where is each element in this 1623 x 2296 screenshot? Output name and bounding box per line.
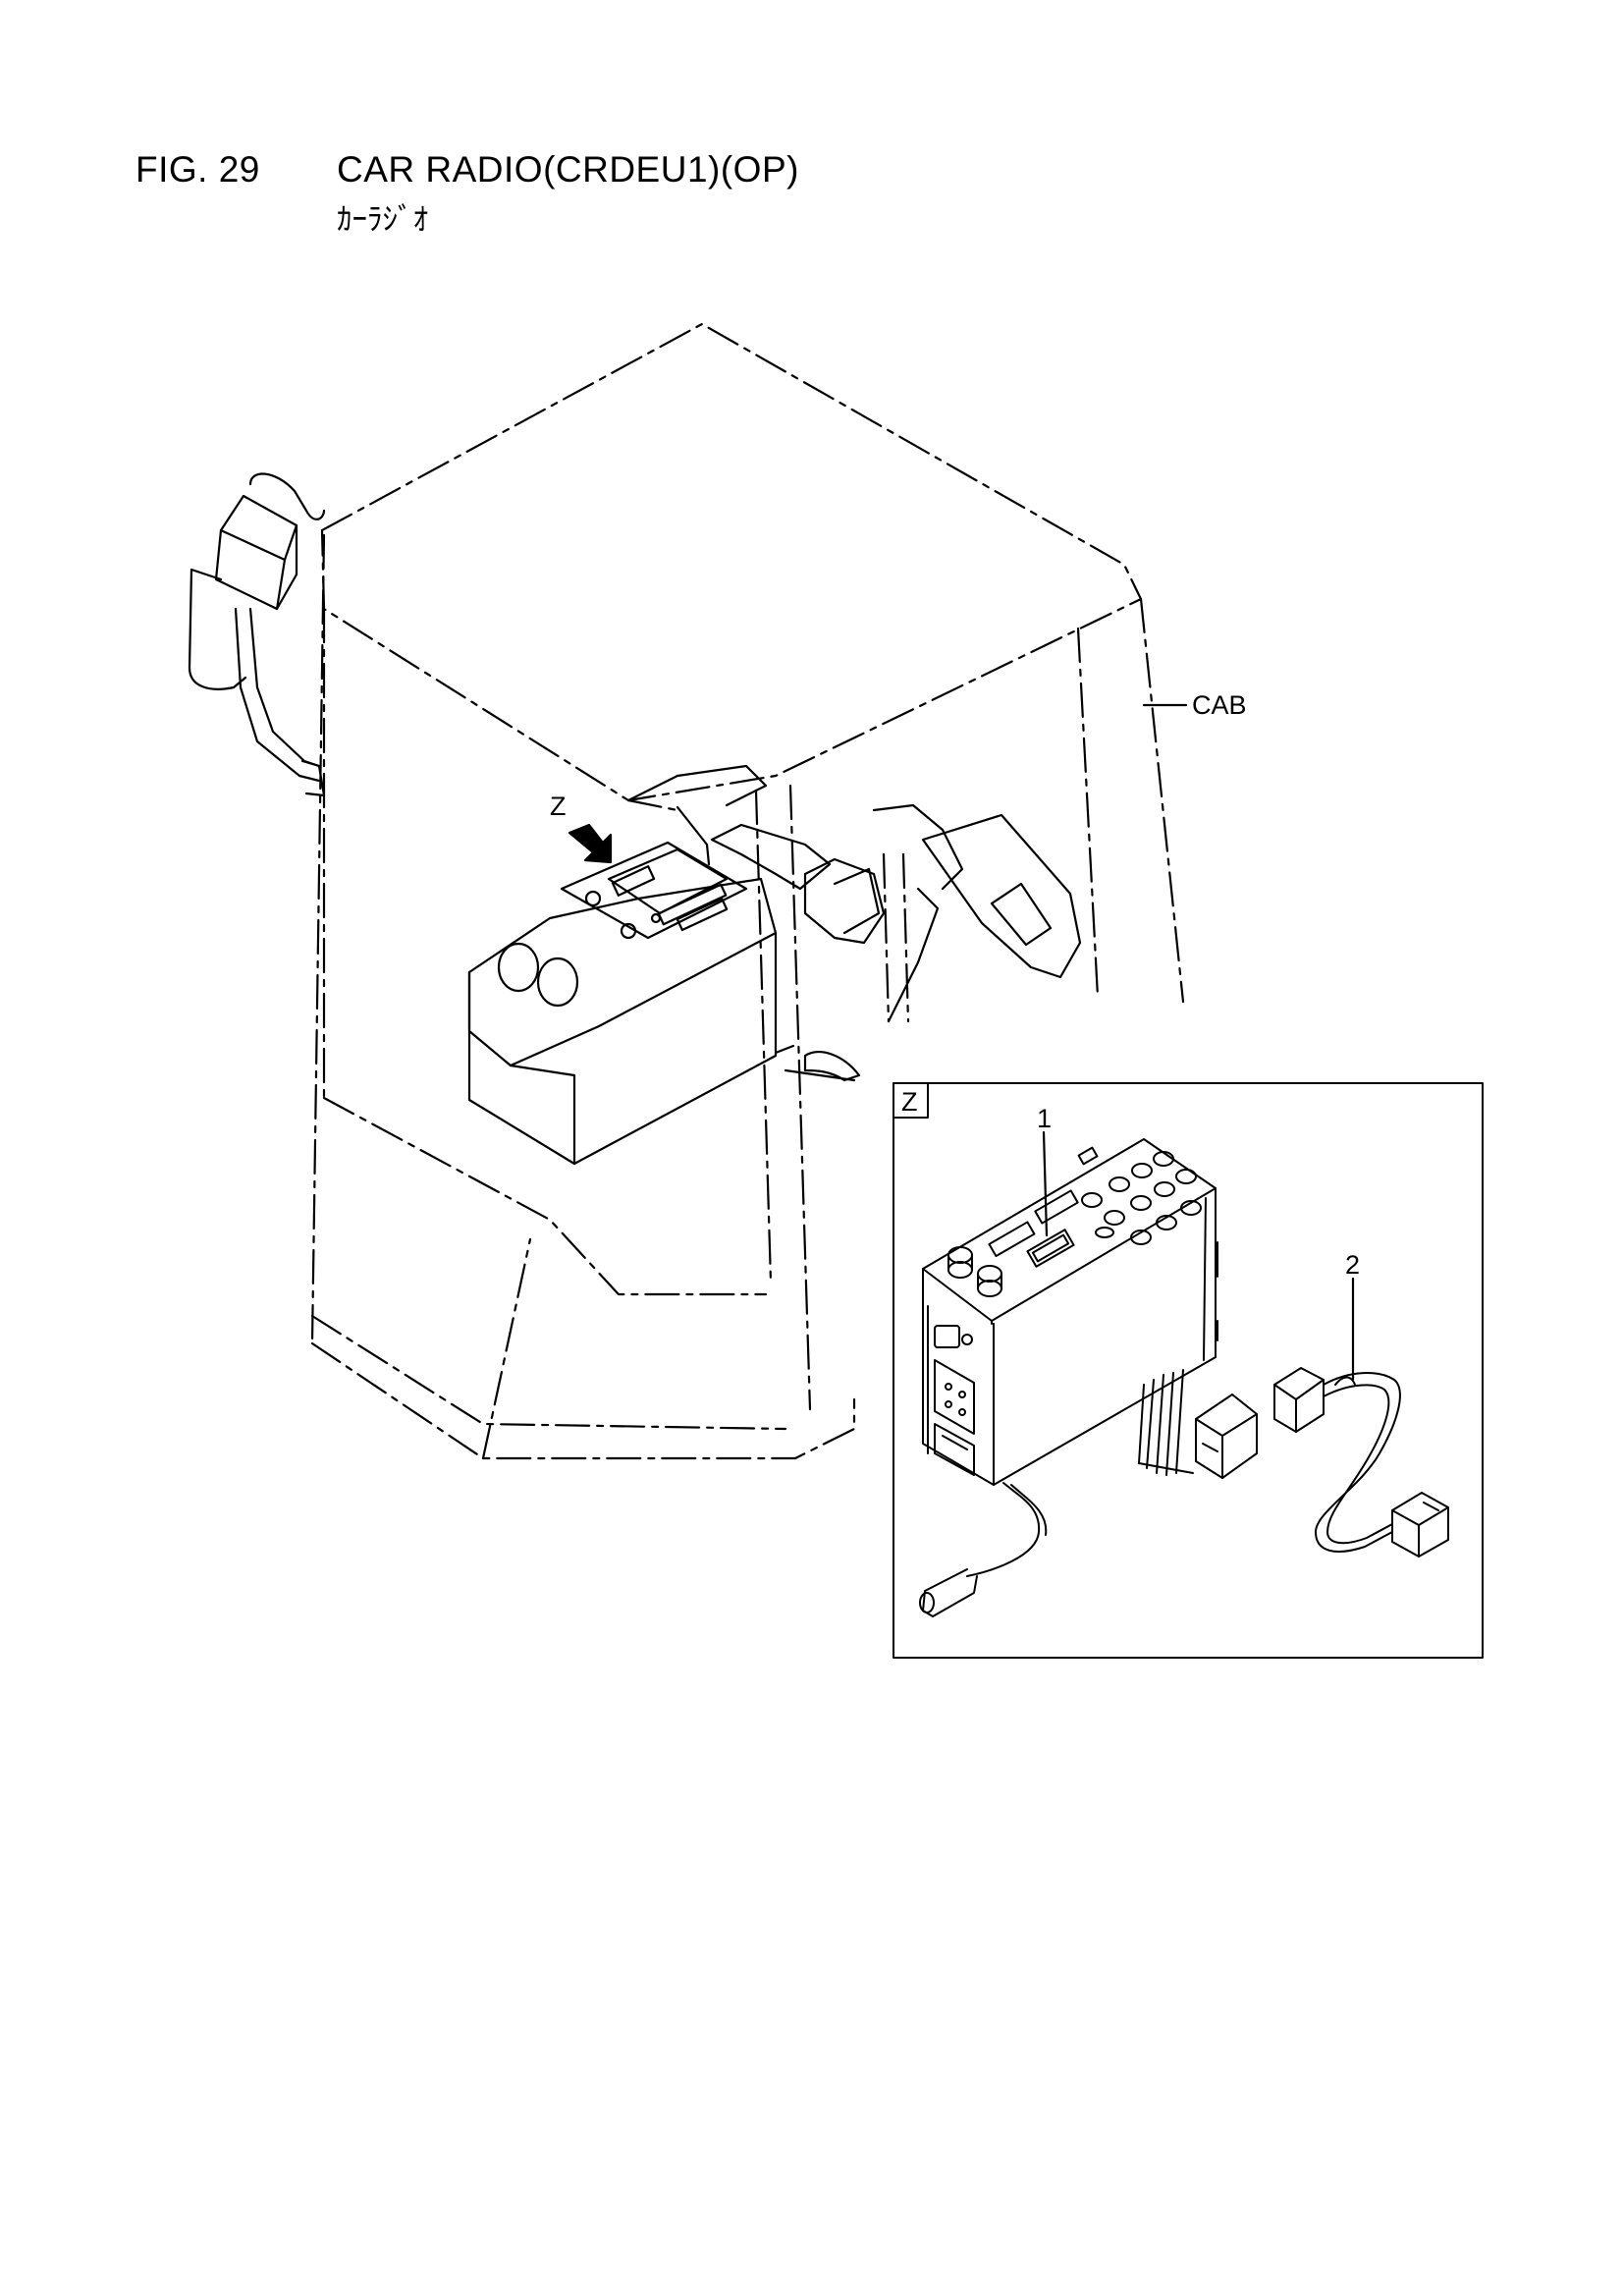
detail-view-tag — [893, 1082, 929, 1119]
part-1-number: 1 — [1037, 1104, 1052, 1133]
view-z-label: Z — [550, 792, 567, 821]
view-z-arrow — [568, 823, 613, 864]
figure-title: CAR RADIO(CRDEU1)(OP) — [337, 149, 799, 190]
detail-view-box — [893, 1082, 1484, 1659]
detail-z-label: Z — [901, 1087, 918, 1117]
center-controls — [626, 764, 1082, 1082]
console-box — [467, 841, 778, 1166]
cab-outline — [310, 322, 1185, 1460]
part-2-number: 2 — [1345, 1250, 1360, 1280]
side-mirror — [188, 472, 326, 797]
figure-subtitle: ｶｰﾗｼﾞｵ — [337, 202, 428, 237]
figure-number: FIG. 29 — [135, 149, 260, 190]
part-1-leader — [1042, 1130, 1049, 1237]
radio-unit — [919, 1138, 1218, 1617]
wire-harness — [1195, 1367, 1449, 1558]
cab-label: CAB — [1192, 690, 1247, 720]
